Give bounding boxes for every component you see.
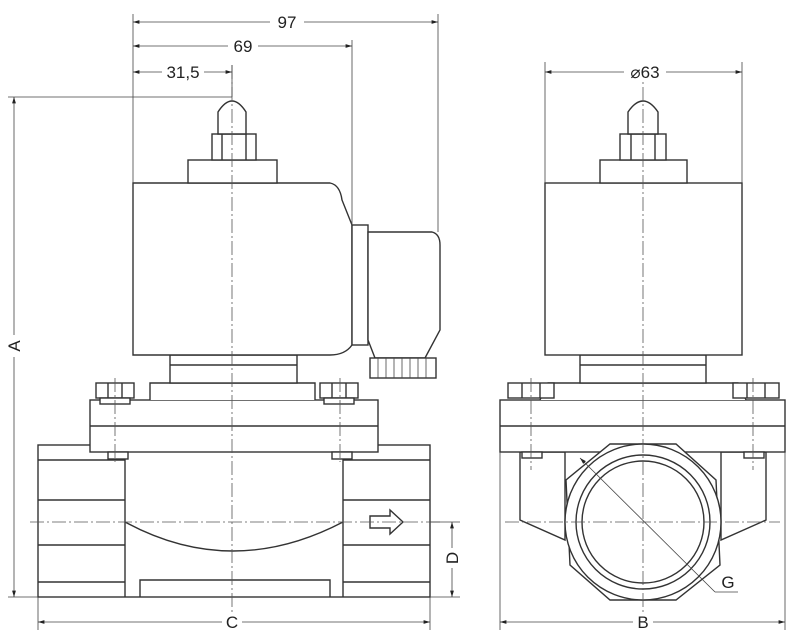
dim-D-label: D: [443, 552, 462, 564]
dimension-lines: 97 69 31,5 ⌀63 A D C B: [5, 12, 786, 632]
din-connector: [351, 224, 441, 379]
dim-G-label: G: [721, 573, 734, 592]
side-view: [30, 65, 441, 615]
valve-body: [37, 444, 431, 598]
bonnet-flange: [89, 382, 379, 460]
dim-A-label: A: [5, 340, 24, 352]
dim-C-label: C: [226, 613, 238, 632]
thread-callout: G: [579, 457, 738, 593]
end-coil: [544, 100, 743, 384]
dim-97-label: 97: [278, 13, 297, 32]
dim-B-label: B: [637, 613, 648, 632]
dim-31-5-label: 31,5: [166, 63, 199, 82]
coil: [132, 100, 353, 384]
end-body: [499, 382, 786, 601]
dim-69-label: 69: [234, 37, 253, 56]
flow-arrow-icon: [369, 508, 405, 536]
dim-diameter-63-label: ⌀63: [630, 63, 659, 82]
end-view: G: [499, 65, 786, 630]
